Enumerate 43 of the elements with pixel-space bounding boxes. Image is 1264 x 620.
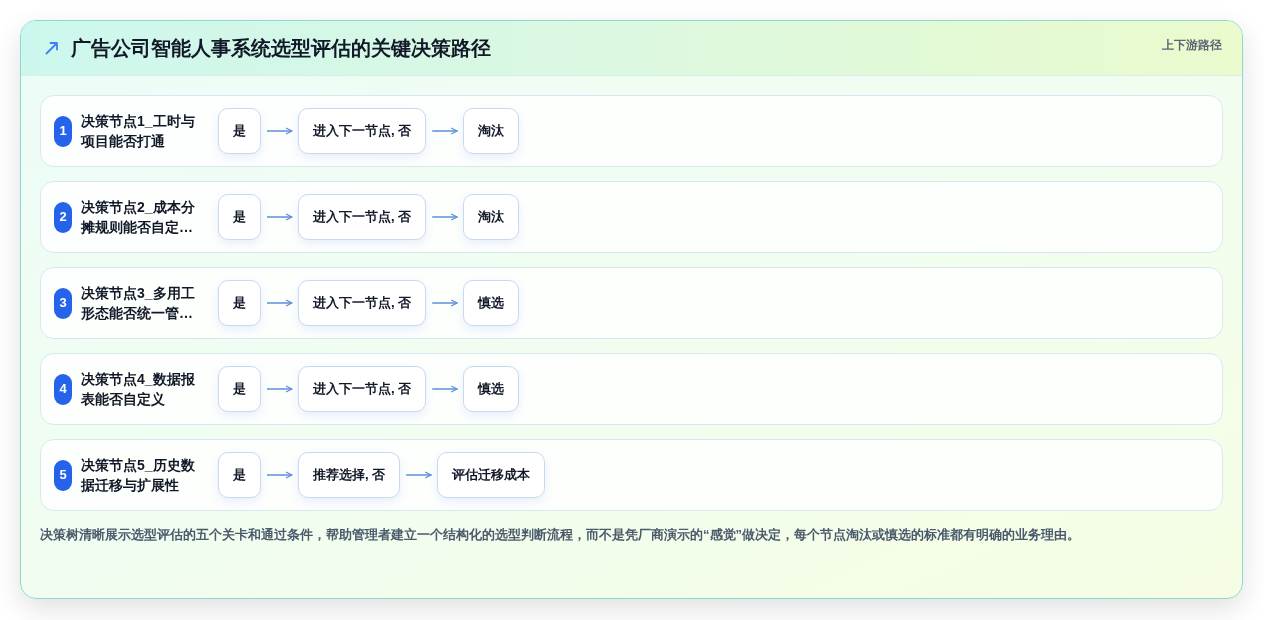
number-badge: 4 [54,373,72,405]
decision-row [40,181,1223,253]
arrow [431,299,458,307]
arrow [431,385,458,393]
outcome-box: 进入下一节点, 否 [298,366,427,412]
outcome-box: 慎选 [463,366,520,412]
outcome-box: 推荐选择, 否 [298,452,401,498]
corner-note: 上下游路径 [1162,37,1222,54]
number-badge: 5 [54,459,72,491]
number-badge: 2 [54,201,72,233]
outcome-box: 是 [218,452,261,498]
decision-question: 决策节点2_成本分摊规则能否自定… [81,198,196,237]
outcome-box: 是 [218,280,261,326]
outcome-box: 评估迁移成本 [437,452,546,498]
decision-row [40,95,1223,167]
decision-question: 决策节点1_工时与项目能否打通 [81,112,196,151]
outcome-box: 是 [218,366,261,412]
arrow [266,299,293,307]
outcome-box: 是 [218,194,261,240]
decision-question: 决策节点3_多用工形态能否统一管… [81,284,196,323]
arrow [266,127,293,135]
arrow [266,385,293,393]
outcome-box: 是 [218,108,261,154]
outcome-box: 淘汰 [463,194,520,240]
arrow [405,471,432,479]
number-badge: 1 [54,115,72,147]
decision-row [40,267,1223,339]
arrow [431,213,458,221]
outcome-box: 进入下一节点, 否 [298,194,427,240]
diagram-title: 广告公司智能人事系统选型评估的关键决策路径 [71,36,491,61]
outcome-box: 进入下一节点, 否 [298,280,427,326]
outcome-box: 淘汰 [463,108,520,154]
caption: 决策树清晰展示选型评估的五个关卡和通过条件，帮助管理者建立一个结构化的选型判断流程，而不是凭厂商演示的“感觉”做决定，每个节点淘汰或慎选的标准都有明确的业务理由。 [40,526,1081,544]
decision-row [40,353,1223,425]
decision-question: 决策节点5_历史数据迁移与扩展性 [81,456,196,495]
decision-question: 决策节点4_数据报表能否自定义 [81,370,196,409]
arrow [266,213,293,221]
outcome-box: 进入下一节点, 否 [298,108,427,154]
number-badge: 3 [54,287,72,319]
outcome-box: 慎选 [463,280,520,326]
arrow [431,127,458,135]
decision-row [40,439,1223,511]
arrow [266,471,293,479]
